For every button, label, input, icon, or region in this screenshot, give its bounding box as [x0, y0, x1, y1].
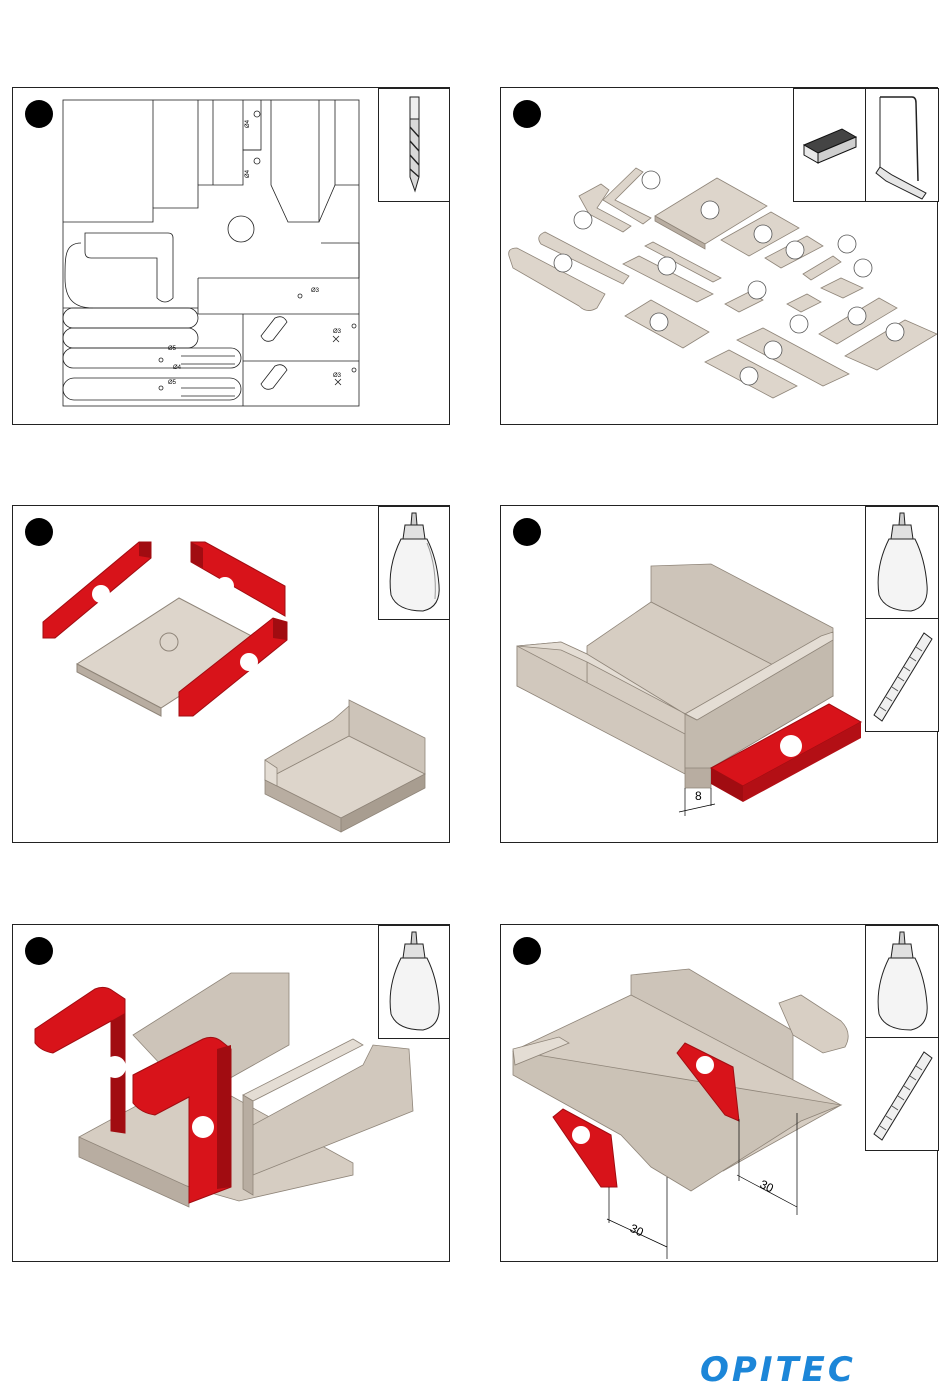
- template-label: Ø5: [168, 346, 177, 352]
- ruler-icon: [866, 1038, 938, 1150]
- step-3-panel: [12, 505, 450, 843]
- logo-text: OPITEC: [700, 1352, 912, 1388]
- step-5-panel: [12, 924, 450, 1262]
- template-label: Ø3: [333, 329, 342, 335]
- tool-box: [378, 506, 450, 620]
- glue-bottle-icon: [866, 926, 938, 1038]
- template-label: Ø3: [333, 373, 342, 379]
- template-label: Ø3: [311, 288, 320, 294]
- tool-box: [378, 925, 450, 1039]
- tool-box: [865, 506, 939, 620]
- template-label: Ø5: [168, 380, 177, 386]
- tool-box: [865, 618, 939, 732]
- glue-bottle-icon: [866, 507, 938, 619]
- dimension-label: 8: [695, 789, 702, 803]
- step-2-panel: [500, 87, 938, 425]
- drill-icon: [379, 89, 449, 201]
- template-label: Ø4: [245, 169, 251, 178]
- tool-box: [378, 88, 450, 202]
- opitec-logo: OPITEC: [700, 1352, 912, 1388]
- tool-box: [865, 1037, 939, 1151]
- template-label: Ø4: [245, 119, 251, 128]
- sanding-block-icon: [794, 89, 866, 201]
- dimension-label: 30: [758, 1177, 776, 1195]
- step-1-panel: Ø4 Ø4 Ø3 Ø3 Ø3 Ø5 Ø4 Ø5: [12, 87, 450, 425]
- step-6-panel: 30 30: [500, 924, 938, 1262]
- ruler-icon: [866, 619, 938, 731]
- glue-bottle-icon: [379, 926, 449, 1038]
- step-4-panel: 8: [500, 505, 938, 843]
- dimension-label: 30: [628, 1221, 646, 1239]
- tool-box: [865, 88, 939, 202]
- tool-box: [793, 88, 867, 202]
- fret-saw-icon: [866, 89, 938, 201]
- tool-box: [865, 925, 939, 1039]
- template-label: Ø4: [173, 365, 182, 371]
- glue-bottle-icon: [379, 507, 449, 619]
